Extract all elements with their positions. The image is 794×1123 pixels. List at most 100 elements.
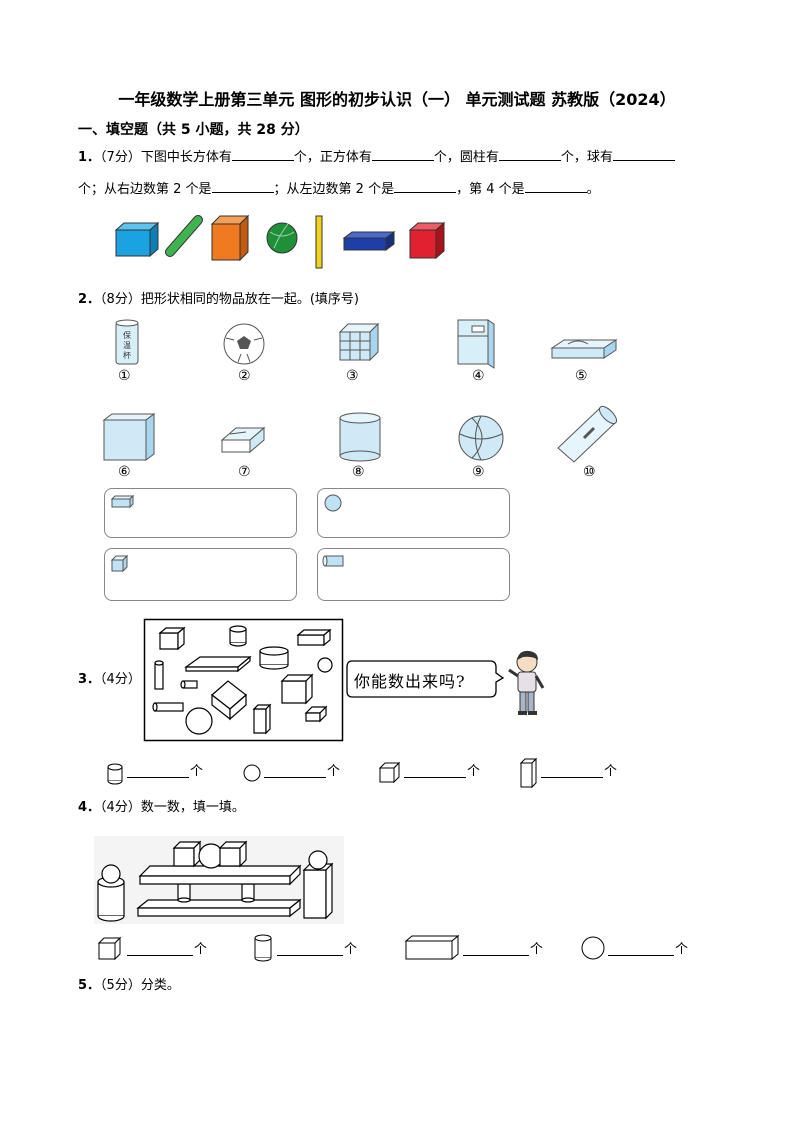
cylinder-icon [259, 646, 289, 670]
tilted-cube-icon [211, 680, 247, 721]
question-number: 5． [78, 978, 101, 993]
answer-blank[interactable] [231, 146, 294, 161]
basketball-icon [458, 415, 504, 461]
answer-blank[interactable] [524, 178, 587, 193]
sphere-icon [324, 494, 342, 512]
answer-box-cuboid[interactable] [104, 488, 297, 538]
badminton-tube-icon [557, 405, 618, 463]
unit-label: 个 [194, 942, 208, 957]
question-text: 个；从右边数第 2 个是 [78, 182, 212, 197]
question-text: 个，圆柱有 [433, 150, 499, 165]
item-label: ① [118, 368, 131, 384]
soccer-ball-icon [223, 323, 265, 365]
cube-icon [378, 761, 401, 784]
question-3: 3．（4分） [78, 672, 141, 688]
answer-blank[interactable] [211, 178, 274, 193]
cube-icon [110, 554, 129, 573]
question-score: （7分） [100, 150, 141, 165]
answer-blank[interactable] [608, 955, 674, 956]
question-text: 分类。 [140, 978, 180, 993]
cup-text: 保 [123, 330, 131, 340]
answer-blank[interactable] [127, 777, 189, 778]
unit-label: 个 [190, 764, 204, 779]
unit-label: 个 [604, 764, 618, 779]
cup-text: 杯 [123, 350, 131, 360]
item-label: ④ [472, 368, 485, 384]
rubiks-cube-icon [338, 322, 380, 362]
pencil-box-icon [550, 339, 618, 359]
green-ball-icon [266, 222, 298, 254]
item-label: ③ [346, 368, 359, 384]
answer-box-cylinder[interactable] [317, 548, 510, 601]
question-2: 2．（8分）把形状相同的物品放在一起。(填序号) [78, 292, 359, 308]
sphere-icon [581, 936, 605, 960]
refrigerator-icon [457, 319, 495, 369]
cylinder-icon [229, 625, 247, 647]
cylinder-icon [154, 660, 164, 690]
question-text: 把形状相同的物品放在一起。(填序号) [140, 292, 359, 307]
answer-blank[interactable] [498, 146, 561, 161]
item-label: ⑤ [575, 368, 588, 384]
question-text: 数一数，填一填。 [140, 800, 245, 815]
unit-label: 个 [327, 764, 341, 779]
cuboid-icon [304, 705, 328, 723]
question-score: （5分） [100, 978, 141, 993]
cuboid-icon [404, 934, 460, 961]
answer-box-sphere[interactable] [317, 488, 510, 538]
cuboid-icon [519, 757, 538, 789]
item-label: ⑦ [238, 464, 251, 480]
answer-blank[interactable] [394, 178, 457, 193]
answer-blank[interactable] [127, 955, 193, 956]
answer-blank[interactable] [612, 146, 675, 161]
question-5: 5．（5分）分类。 [78, 978, 180, 994]
question-score: （4分） [100, 672, 141, 687]
yellow-stick-icon [315, 215, 323, 269]
question-number: 1． [78, 150, 101, 165]
question-text: 。 [586, 182, 600, 197]
page-title: 一年级数学上册第三单元 图形的初步认识（一） 单元测试题 苏教版（2024） [118, 90, 676, 109]
question-number: 3． [78, 672, 101, 687]
question-text: ，第 4 个是 [456, 182, 525, 197]
sphere-icon [243, 764, 261, 782]
question-1-line-2: 个；从右边数第 2 个是 ；从左边数第 2 个是 ，第 4 个是 。 [78, 178, 600, 198]
section-heading: 一、填空题（共 5 小题，共 28 分） [78, 122, 309, 138]
question-number: 4． [78, 800, 101, 815]
sphere-icon [185, 707, 213, 735]
cylinder-can-icon [339, 412, 381, 462]
cylinder-icon [152, 702, 184, 712]
answer-blank[interactable] [463, 955, 529, 956]
answer-box-cube[interactable] [104, 548, 297, 601]
cuboid-icon [110, 494, 135, 509]
cuboid-icon [252, 703, 272, 735]
item-label: ⑥ [118, 464, 131, 480]
q2-items-row-1: 保 温 杯 [115, 319, 618, 369]
question-4: 4．（4分）数一数，填一填。 [78, 800, 245, 816]
speech-bubble [346, 660, 505, 698]
cylinder-icon [322, 555, 344, 567]
question-1-line-1: 1．（7分）下图中长方体有个，正方体有个，圆柱有个，球有 [78, 146, 675, 166]
cylinder-icon [254, 934, 272, 962]
item-label: ⑨ [472, 464, 485, 480]
answer-blank[interactable] [371, 146, 434, 161]
eraser-icon [220, 426, 266, 454]
unit-label: 个 [344, 942, 358, 957]
cube-icon [158, 626, 186, 651]
q4-shapes-picture [94, 836, 344, 924]
cylinder-icon [180, 680, 198, 689]
item-label: ⑧ [352, 464, 365, 480]
thermos-cup-icon [115, 319, 139, 365]
item-label: ⑩ [583, 464, 596, 480]
flat-cuboid-icon [184, 655, 252, 673]
cup-text: 温 [123, 341, 131, 350]
question-text: 个，球有 [560, 150, 613, 165]
answer-blank[interactable] [264, 777, 326, 778]
unit-label: 个 [530, 942, 544, 957]
answer-blank[interactable] [277, 955, 343, 956]
question-text: ；从左边数第 2 个是 [273, 182, 395, 197]
box-cuboid-icon [102, 413, 156, 461]
red-cube-icon [408, 221, 446, 260]
unit-label: 个 [467, 764, 481, 779]
answer-blank[interactable] [404, 777, 466, 778]
question-text: 个，正方体有 [293, 150, 372, 165]
answer-blank[interactable] [541, 777, 603, 778]
